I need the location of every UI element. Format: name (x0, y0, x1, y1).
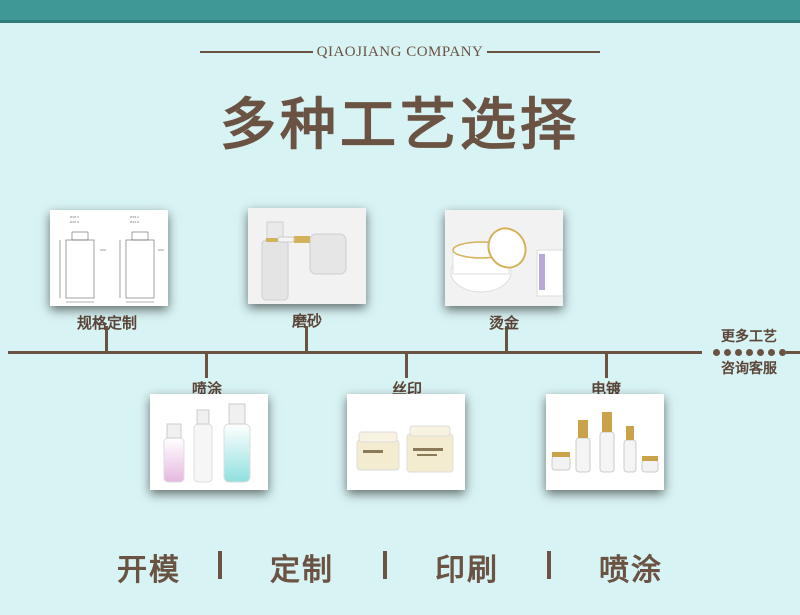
more-processes-text: 更多工艺 (721, 329, 777, 345)
process-image-electroplating (546, 394, 664, 490)
separator (218, 551, 222, 579)
svg-text:Ø20.6: Ø20.6 (130, 219, 139, 224)
process-image-frosted (248, 208, 366, 304)
separator (383, 551, 387, 579)
top-banner-bar (0, 0, 800, 20)
process-label-silkscreen: 丝印 (391, 380, 422, 398)
timeline-tick (505, 326, 508, 352)
company-name: QIAOJIANG COMPANY (316, 43, 484, 60)
service-customization: 定制 (270, 553, 334, 588)
process-image-hot-stamping (445, 210, 563, 306)
separator (547, 551, 551, 579)
right-rule (487, 51, 600, 53)
timeline-line (8, 351, 702, 354)
svg-text:Ø18.2: Ø18.2 (70, 214, 79, 219)
contact-service-text: 咨询客服 (721, 361, 777, 377)
dots-divider (703, 349, 795, 356)
service-spraying: 喷涂 (599, 553, 663, 588)
process-label-spraying: 喷涂 (191, 380, 222, 398)
timeline-tick (605, 352, 608, 378)
process-label-hot-stamping: 烫金 (488, 314, 519, 332)
timeline-tick (305, 326, 308, 352)
timeline-end-segment (786, 351, 800, 354)
timeline-tick (405, 352, 408, 378)
service-printing: 印刷 (435, 553, 499, 588)
service-mold-opening: 开模 (117, 553, 181, 588)
page-title: 多种工艺选择 (220, 92, 580, 158)
svg-text:Ø18.2: Ø18.2 (130, 214, 139, 219)
timeline-tick (205, 352, 208, 378)
more-processes[interactable]: 更多工艺 咨询客服 (703, 328, 795, 378)
process-label-spec-custom: 规格定制 (76, 314, 137, 332)
top-banner-stripe (0, 20, 800, 23)
timeline-tick (105, 326, 108, 352)
svg-text:Ø20.6: Ø20.6 (70, 219, 79, 224)
process-label-frosted: 磨砂 (291, 312, 322, 330)
bottom-service-row: 开模 定制 印刷 喷涂 (95, 545, 715, 588)
process-label-electroplating: 电镀 (590, 380, 621, 398)
process-image-spraying (150, 394, 268, 490)
left-rule (200, 51, 313, 53)
process-image-silkscreen (347, 394, 465, 490)
company-header: QIAOJIANG COMPANY (200, 42, 600, 62)
